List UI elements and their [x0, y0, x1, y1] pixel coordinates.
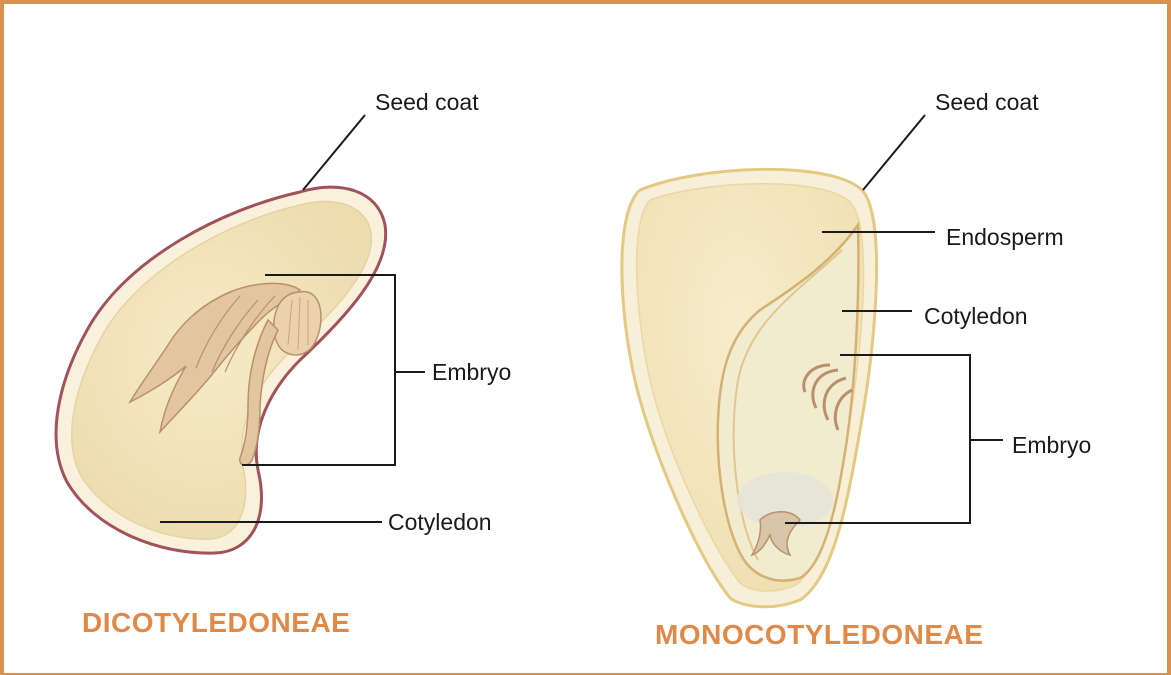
dicot-seed: [56, 187, 386, 553]
monocot-cotyledon-label: Cotyledon: [924, 303, 1028, 329]
dicot-embryo-label: Embryo: [432, 359, 511, 385]
monocot-seed-coat-leader: [863, 115, 925, 190]
dicot-seed-coat-label: Seed coat: [375, 89, 479, 115]
dicot-seed-coat-leader: [303, 115, 365, 190]
dicot-cotyledon-label: Cotyledon: [388, 509, 492, 535]
dicot-title: DICOTYLEDONEAE: [82, 607, 350, 638]
monocot-seed-coat-label: Seed coat: [935, 89, 1039, 115]
monocot-embryo-label: Embryo: [1012, 432, 1091, 458]
monocot-endosperm-label: Endosperm: [946, 224, 1064, 250]
monocot-seed: [622, 169, 877, 606]
monocot-title: MONOCOTYLEDONEAE: [655, 619, 983, 650]
dicot-cotyledon-body: [72, 201, 372, 539]
